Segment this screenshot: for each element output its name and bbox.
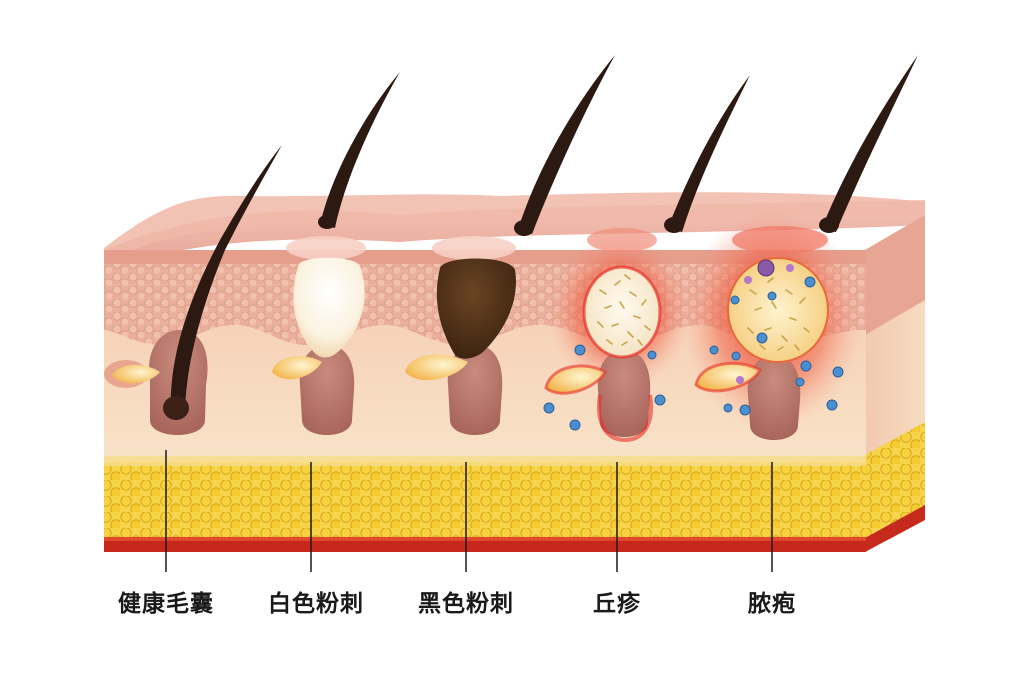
- hair-shaft: [320, 72, 400, 228]
- subcutaneous-fat-layer: [104, 462, 866, 537]
- papule-lesion: [582, 265, 662, 359]
- pustule-lesion: [727, 257, 829, 363]
- bacteria-rods: [747, 277, 810, 351]
- follicle-whitehead: [272, 72, 400, 435]
- whitehead-plug: [293, 257, 365, 358]
- follicle-pustule: [682, 55, 918, 440]
- label-blackhead: 黑色粉刺: [418, 591, 514, 617]
- hair-shaft: [822, 55, 918, 232]
- hair-shaft: [668, 75, 750, 232]
- label-whitehead: 白色粉刺: [268, 591, 364, 617]
- bacteria-rods: [597, 274, 651, 346]
- follicle-papule: [543, 75, 750, 443]
- label-healthy-follicle: 健康毛囊: [118, 591, 214, 617]
- label-pustule: 脓疱: [748, 591, 796, 617]
- blackhead-plug: [436, 258, 516, 359]
- leader-lines: [165, 450, 773, 572]
- follicle-blackhead: [405, 55, 615, 435]
- follicle-healthy: [104, 145, 282, 435]
- label-papule: 丘疹: [593, 591, 641, 617]
- hair-shaft: [170, 145, 282, 415]
- white-blood-cells: [709, 259, 844, 416]
- white-blood-cells: [543, 344, 666, 431]
- hair-shaft: [518, 55, 615, 234]
